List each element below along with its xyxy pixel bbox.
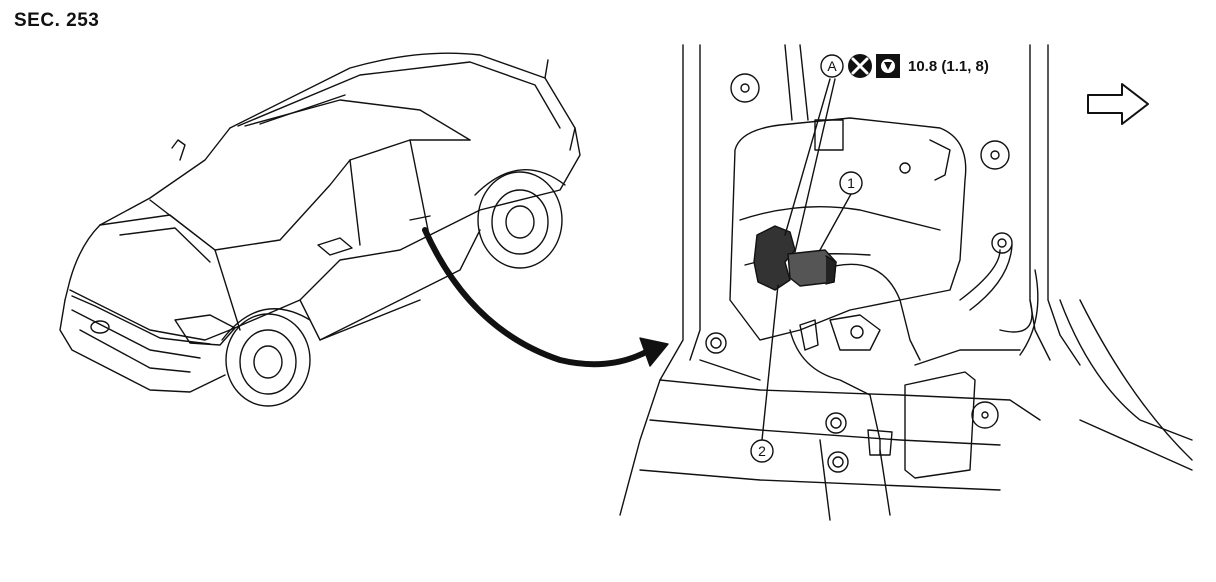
- side-sensor-assembly: [753, 225, 837, 291]
- part-2-label: 2: [758, 443, 766, 459]
- x-circle-icon: [848, 54, 872, 78]
- callout-part-2: 2: [750, 439, 774, 463]
- part-1-label: 1: [847, 175, 855, 191]
- callout-part-1: 1: [839, 171, 863, 195]
- leader-lines: [761, 78, 852, 441]
- callout-a: A: [820, 54, 844, 78]
- arrow-right-icon: [1087, 83, 1149, 125]
- zoom-arrow: [422, 227, 669, 368]
- callout-a-label: A: [827, 58, 837, 74]
- inset-pillar-structure: [619, 44, 1193, 521]
- section-label: SEC. 253: [14, 10, 100, 31]
- torque-wrench-icon: [876, 54, 900, 78]
- torque-spec: 10.8 (1.1, 8): [908, 58, 989, 75]
- car-illustration: [59, 52, 581, 407]
